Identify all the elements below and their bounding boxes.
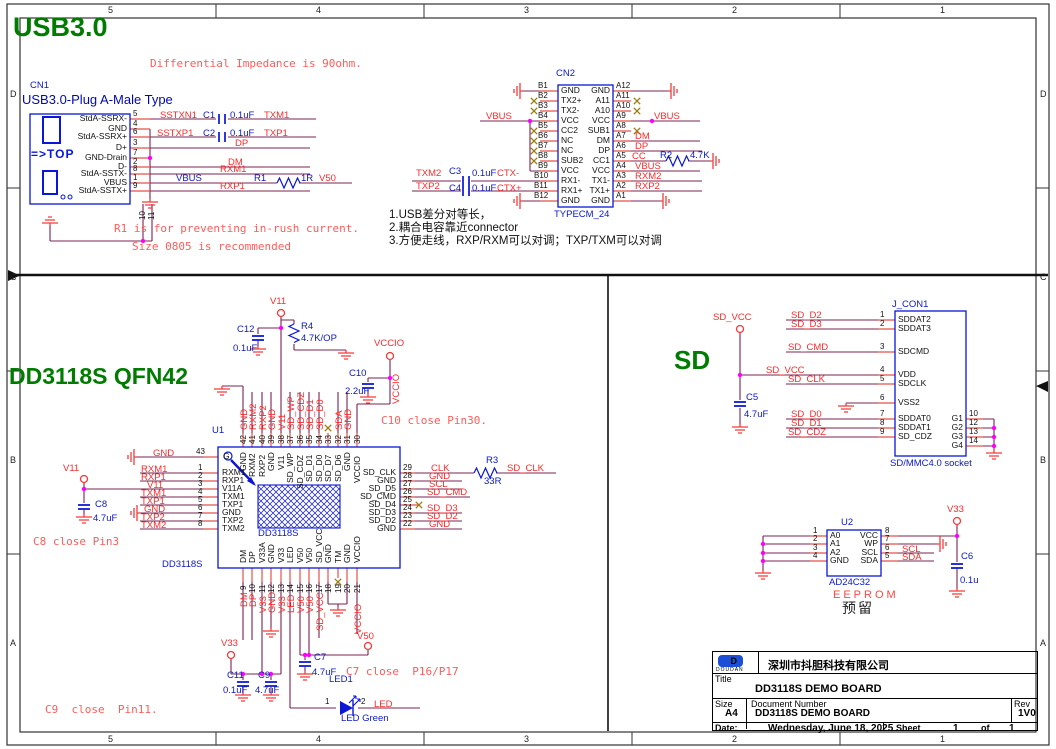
- v50-port: [363, 641, 373, 651]
- c12-cap: [252, 335, 264, 341]
- u1-thermal-pad: [257, 484, 341, 529]
- resistor-symbols: [276, 154, 690, 480]
- section-dividers: [8, 273, 1048, 731]
- r1-resistor: [276, 176, 301, 190]
- sheet-label: Sheet: [896, 723, 921, 733]
- company-name: 深圳市抖胆科技有限公司: [768, 660, 889, 672]
- size-value: A4: [725, 708, 738, 719]
- title-block-line: [1011, 698, 1012, 722]
- no-connect-marks: [324, 97, 641, 586]
- ground-symbols: [41, 82, 1003, 702]
- title-block-line: [883, 722, 884, 729]
- cn1-body[interactable]: [29, 113, 131, 205]
- u1-top-wires: [222, 317, 391, 433]
- docnum-value: DD3118S DEMO BOARD: [755, 708, 871, 719]
- title-block: D DOUDAN 深圳市抖胆科技有限公司 Title DD3118S DEMO …: [712, 651, 1038, 734]
- c8-cap: [78, 504, 90, 510]
- led-symbol: [340, 695, 361, 716]
- r2-resistor: [665, 154, 690, 168]
- v33-port-u2: [952, 516, 962, 526]
- title-block-line: [713, 673, 1037, 674]
- u2-wires: [762, 525, 958, 588]
- pin-stubs: [130, 90, 983, 582]
- v11-port-left: [79, 474, 89, 484]
- u1-left-wires: [83, 456, 203, 530]
- title-block-line: [746, 698, 747, 729]
- v33-port-bottom: [226, 650, 236, 660]
- r3-resistor: [473, 466, 498, 480]
- doc-title: DD3118S DEMO BOARD: [755, 683, 882, 695]
- docnum-label: Document Number: [751, 699, 827, 709]
- rev-value: 1V0: [1018, 708, 1036, 719]
- capacitor-symbols: [78, 114, 963, 687]
- v11-port-top: [276, 308, 286, 318]
- c11-cap: [237, 681, 249, 687]
- component-bodies: [29, 84, 967, 577]
- size-label: Size: [715, 699, 733, 709]
- jcon1-body[interactable]: [894, 310, 967, 457]
- logo-letter: D: [730, 656, 738, 666]
- wire-segments: [49, 90, 995, 709]
- logo-subtext: DOUDAN: [716, 667, 744, 673]
- company-logo: D: [718, 655, 743, 667]
- sheet-frame: [6, 3, 1050, 746]
- c2-cap: [218, 132, 226, 142]
- cn1-wires: [49, 118, 352, 242]
- vccio-port: [385, 351, 395, 361]
- power-port-circles: [79, 308, 962, 660]
- title-block-line: [758, 652, 759, 673]
- date-value: Wednesday, June 18, 2025: [768, 723, 894, 734]
- of-label: of: [981, 723, 990, 733]
- u1-body[interactable]: [217, 446, 401, 569]
- date-label: Date:: [715, 723, 738, 733]
- title-label: Title: [715, 674, 732, 684]
- c4-cap: [462, 186, 470, 196]
- cn2-wires: [412, 90, 710, 202]
- fold-arrows: [8, 270, 1048, 392]
- title-block-line: [713, 722, 1037, 723]
- c7-cap: [299, 661, 311, 667]
- c6-cap: [951, 563, 963, 569]
- c3-cap: [462, 176, 470, 186]
- u1-bottom-wires: [230, 582, 420, 709]
- junction-dots: [81, 118, 997, 677]
- rev-label: Rev: [1014, 699, 1031, 709]
- cn2-body[interactable]: [557, 84, 614, 208]
- title-block-line: [713, 698, 1037, 699]
- u1-right-wires: [415, 472, 556, 530]
- sheet-total: 1: [1009, 723, 1015, 734]
- sheet-num: 1: [953, 723, 959, 734]
- u2-body[interactable]: [826, 529, 882, 577]
- c10-cap: [362, 383, 374, 389]
- sdvcc-port: [735, 324, 745, 334]
- r4-resistor: [287, 323, 301, 344]
- c1-cap: [218, 114, 226, 124]
- c9-cap: [265, 681, 277, 687]
- c5-cap: [734, 401, 746, 407]
- sd-wires: [739, 319, 995, 450]
